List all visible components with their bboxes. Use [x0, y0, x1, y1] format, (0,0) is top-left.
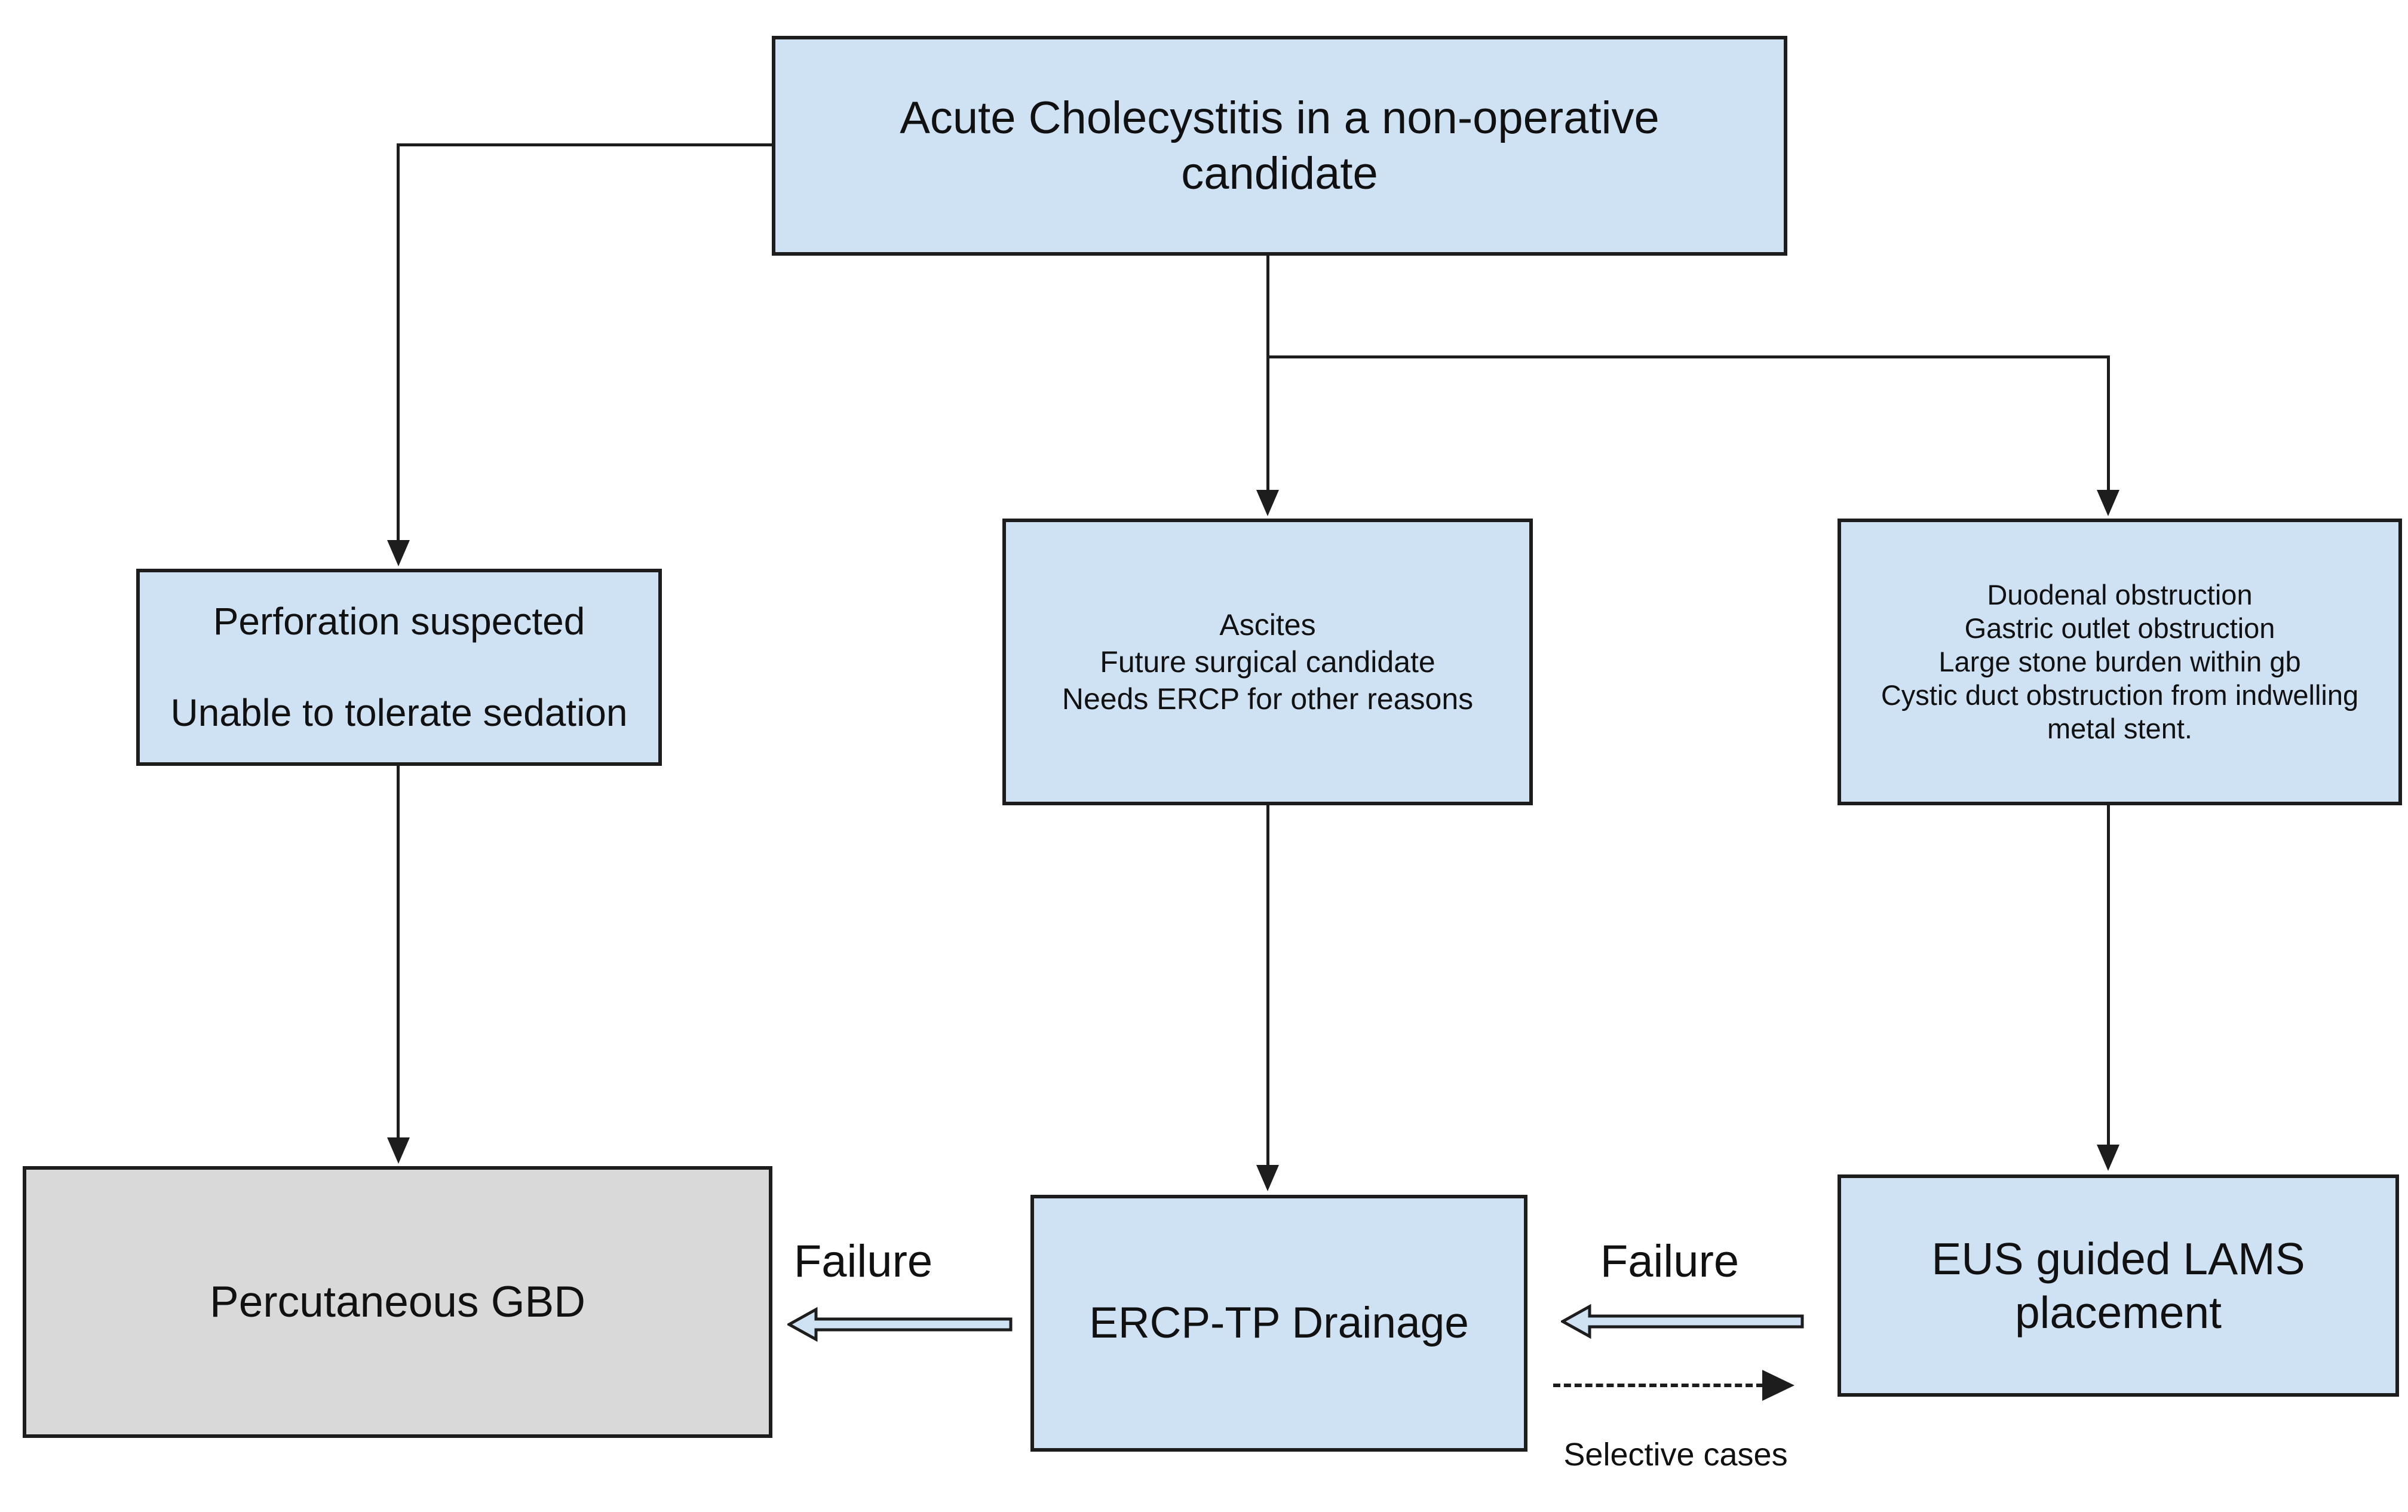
- node-text-line: Acute Cholecystitis in a non-operative: [900, 93, 1659, 143]
- node-ercp-tp-drainage: ERCP-TP Drainage: [1030, 1195, 1527, 1452]
- arrowhead-into-perforation-icon: [387, 540, 410, 566]
- node-text-line: Ascites: [1219, 608, 1316, 642]
- node-text-line: placement: [2014, 1287, 2222, 1338]
- node-text-line: ERCP-TP Drainage: [1089, 1299, 1469, 1347]
- arrowhead-into-ascites-icon: [1256, 490, 1279, 516]
- edge-root-to-ascites-vertical: [1266, 256, 1269, 492]
- failure-label-left: Failure: [793, 1236, 933, 1287]
- node-text-line: Large stone burden within gb: [1938, 646, 2301, 677]
- arrowhead-into-percutaneous-icon: [387, 1137, 410, 1164]
- node-text-line: Unable to tolerate sedation: [170, 691, 628, 734]
- arrowhead-into-ercp-icon: [1256, 1165, 1279, 1191]
- node-text-line: Gastric outlet obstruction: [1964, 612, 2275, 644]
- node-text-line: Perforation suspected: [213, 600, 585, 643]
- node-text-line: Duodenal obstruction: [1987, 579, 2253, 611]
- edge-root-to-perforation-vertical: [397, 143, 400, 542]
- node-obstruction-criteria: Duodenal obstruction Gastric outlet obst…: [1838, 519, 2402, 805]
- node-percutaneous-gbd: Percutaneous GBD: [23, 1166, 772, 1438]
- edge-obstruction-to-eus: [2107, 805, 2110, 1147]
- edge-root-to-obstruction-vertical: [2107, 355, 2110, 492]
- arrowhead-selective-cases-icon: [1762, 1370, 1795, 1401]
- node-text-line: EUS guided LAMS: [1931, 1234, 2305, 1284]
- dashed-selective-cases-line: [1553, 1384, 1763, 1387]
- edge-root-to-obstruction-horizontal: [1266, 355, 2110, 358]
- node-text-line: candidate: [1181, 148, 1378, 199]
- failure-label-right: Failure: [1600, 1236, 1740, 1287]
- node-eus-lams-placement: EUS guided LAMS placement: [1838, 1174, 2399, 1397]
- failure-block-arrow-eus-to-ercp-icon: [1561, 1304, 1804, 1339]
- arrowhead-into-obstruction-icon: [2097, 490, 2119, 516]
- node-text-line: Cystic duct obstruction from indwelling: [1881, 679, 2359, 711]
- node-text-line: Needs ERCP for other reasons: [1062, 682, 1474, 716]
- node-ascites-criteria: Ascites Future surgical candidate Needs …: [1002, 519, 1533, 805]
- node-perforation-suspected: Perforation suspected Unable to tolerate…: [136, 569, 662, 766]
- failure-block-arrow-ercp-to-percutaneous-icon: [787, 1306, 1013, 1342]
- node-acute-cholecystitis: Acute Cholecystitis in a non-operative c…: [772, 36, 1787, 256]
- edge-root-to-perforation-horizontal: [397, 143, 772, 146]
- node-text-line: Percutaneous GBD: [210, 1277, 585, 1326]
- edge-ascites-to-ercp: [1266, 805, 1269, 1167]
- selective-cases-label: Selective cases: [1563, 1437, 1788, 1473]
- node-text-line: metal stent.: [2047, 713, 2192, 744]
- node-text-line: Future surgical candidate: [1100, 645, 1435, 679]
- edge-perforation-to-percutaneous: [397, 766, 400, 1140]
- arrowhead-into-eus-icon: [2097, 1145, 2119, 1171]
